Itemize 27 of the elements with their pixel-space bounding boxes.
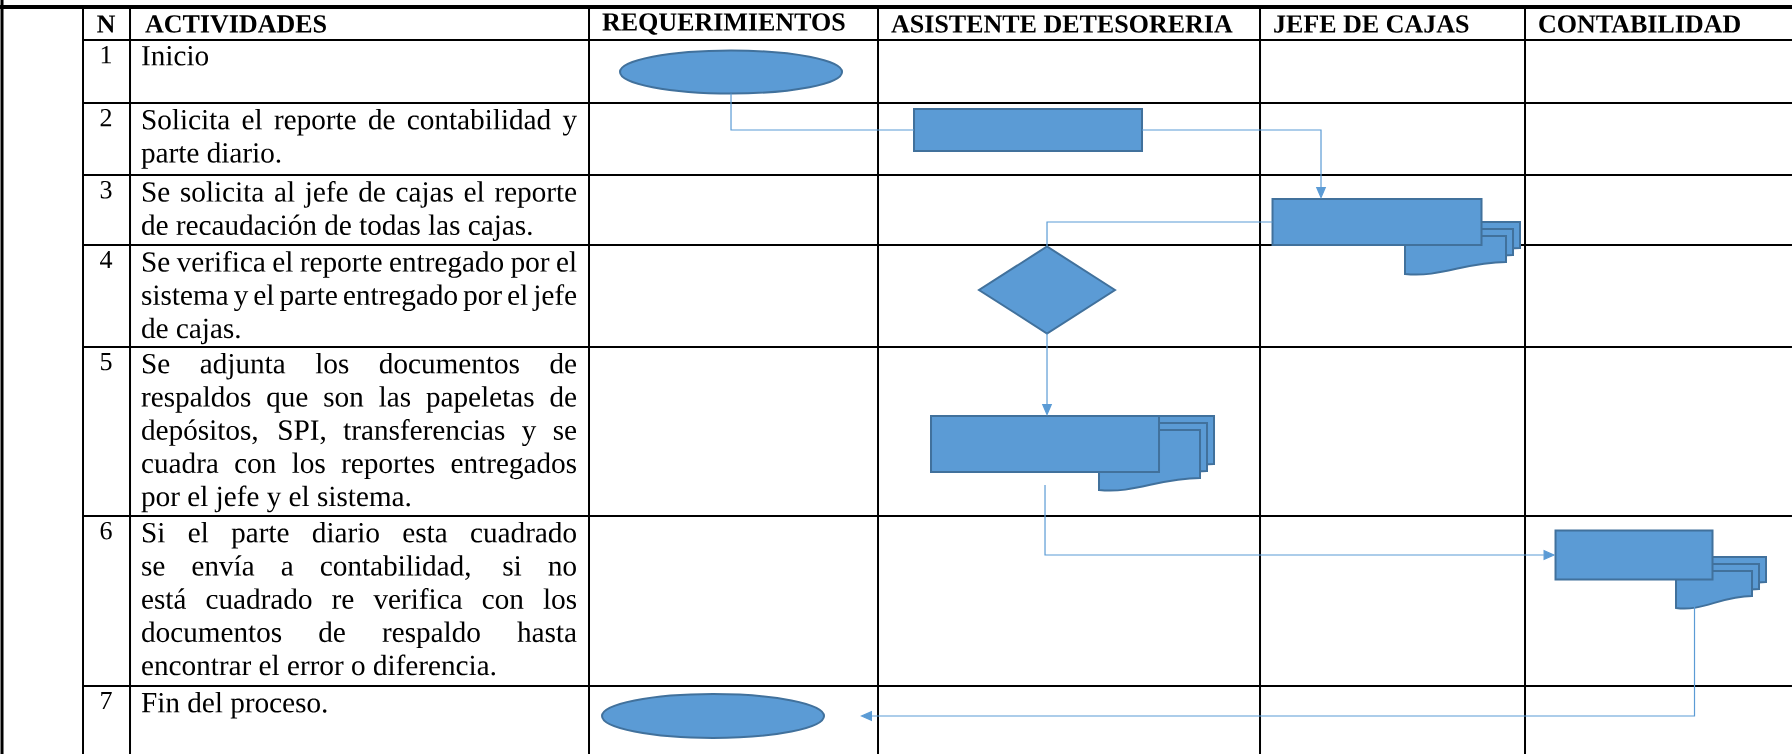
document-stack (1554, 529, 1767, 610)
row-number: 6 (100, 522, 112, 540)
activity-text: Solicita el reporte de contabilidad y parte diario. (141, 109, 577, 169)
row-number: 2 (100, 109, 112, 127)
process-box (913, 108, 1143, 152)
terminator-ellipse (601, 693, 825, 739)
column-header: CONTABILIDAD (1539, 15, 1740, 33)
terminator-ellipse (619, 49, 843, 95)
activity-text: Se verifica el reporte entregado por el sistema y el parte entregado por el jefe de cajas. (142, 251, 577, 345)
arrow (1141, 129, 1327, 199)
row-number: 3 (100, 181, 112, 199)
document-stack (930, 415, 1215, 492)
document-stack (1271, 198, 1521, 276)
column-header: ACTIVIDADES (145, 15, 326, 33)
activity-text: Se solicita al jefe de cajas el reporte de recaudación de todas las cajas. (142, 181, 577, 241)
arrow (860, 603, 1696, 722)
activity-text: Si el parte diario esta cuadrado se envía a contabilidad, si no está cuadrado re verifica con los documentos de respaldo hasta encontrar el error o diferencia. (142, 522, 577, 676)
column-header: ASISTENTE DETESORERIA (891, 15, 1233, 33)
row-number: 5 (101, 353, 112, 371)
row-number: 1 (101, 46, 111, 64)
column-header: N (97, 15, 116, 33)
activity-text: Inicio (142, 46, 209, 66)
activity-text: Fin del proceso. (141, 692, 327, 719)
row-number: 7 (101, 692, 112, 709)
row-number: 4 (100, 251, 113, 269)
column-header: JEFE DE CAJAS (1274, 15, 1469, 33)
activity-text: Se adjunta los documentos de respaldos que son las papeletas de depósitos, SPI, transferencias y se cuadra con los reportes entregados por el jefe y el sistema. (141, 353, 576, 513)
